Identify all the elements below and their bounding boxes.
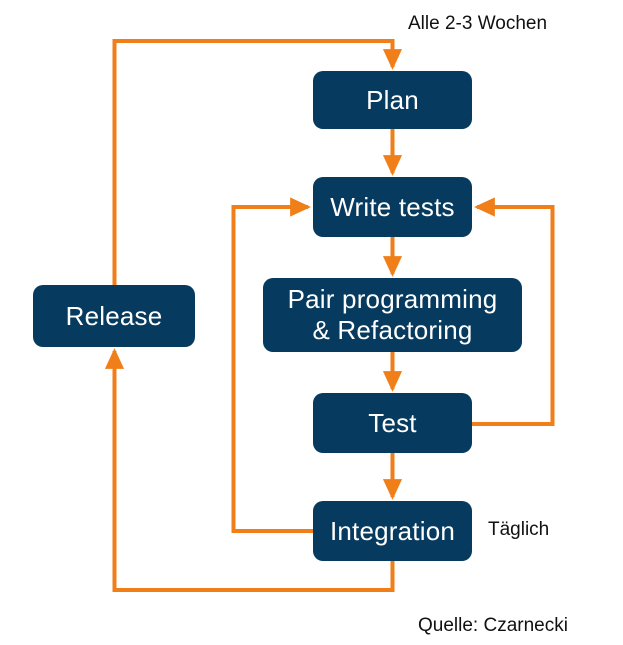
node-test[interactable]: Test <box>313 393 472 453</box>
node-integration[interactable]: Integration <box>313 501 472 561</box>
node-pair-programming-label: Pair programming & Refactoring <box>287 284 498 345</box>
node-release-label: Release <box>65 300 163 331</box>
edge-integration-to-write-tests <box>231 197 313 533</box>
node-pair-programming[interactable]: Pair programming & Refactoring <box>263 278 522 352</box>
node-release[interactable]: Release <box>33 285 195 347</box>
node-write-tests-label: Write tests <box>330 191 455 222</box>
node-plan-label: Plan <box>366 84 419 115</box>
node-integration-label: Integration <box>329 515 456 546</box>
caption-source: Quelle: Czarnecki <box>418 615 568 636</box>
edge-test-to-write-tests <box>472 197 555 426</box>
node-test-label: Test <box>368 407 417 438</box>
caption-cadence-daily: Täglich <box>488 519 550 540</box>
edge-integration-to-release <box>104 348 395 592</box>
node-write-tests[interactable]: Write tests <box>313 177 472 237</box>
node-plan[interactable]: Plan <box>313 71 472 129</box>
edge-release-to-plan <box>112 39 403 285</box>
caption-cadence-iteration: Alle 2-3 Wochen <box>408 13 548 34</box>
